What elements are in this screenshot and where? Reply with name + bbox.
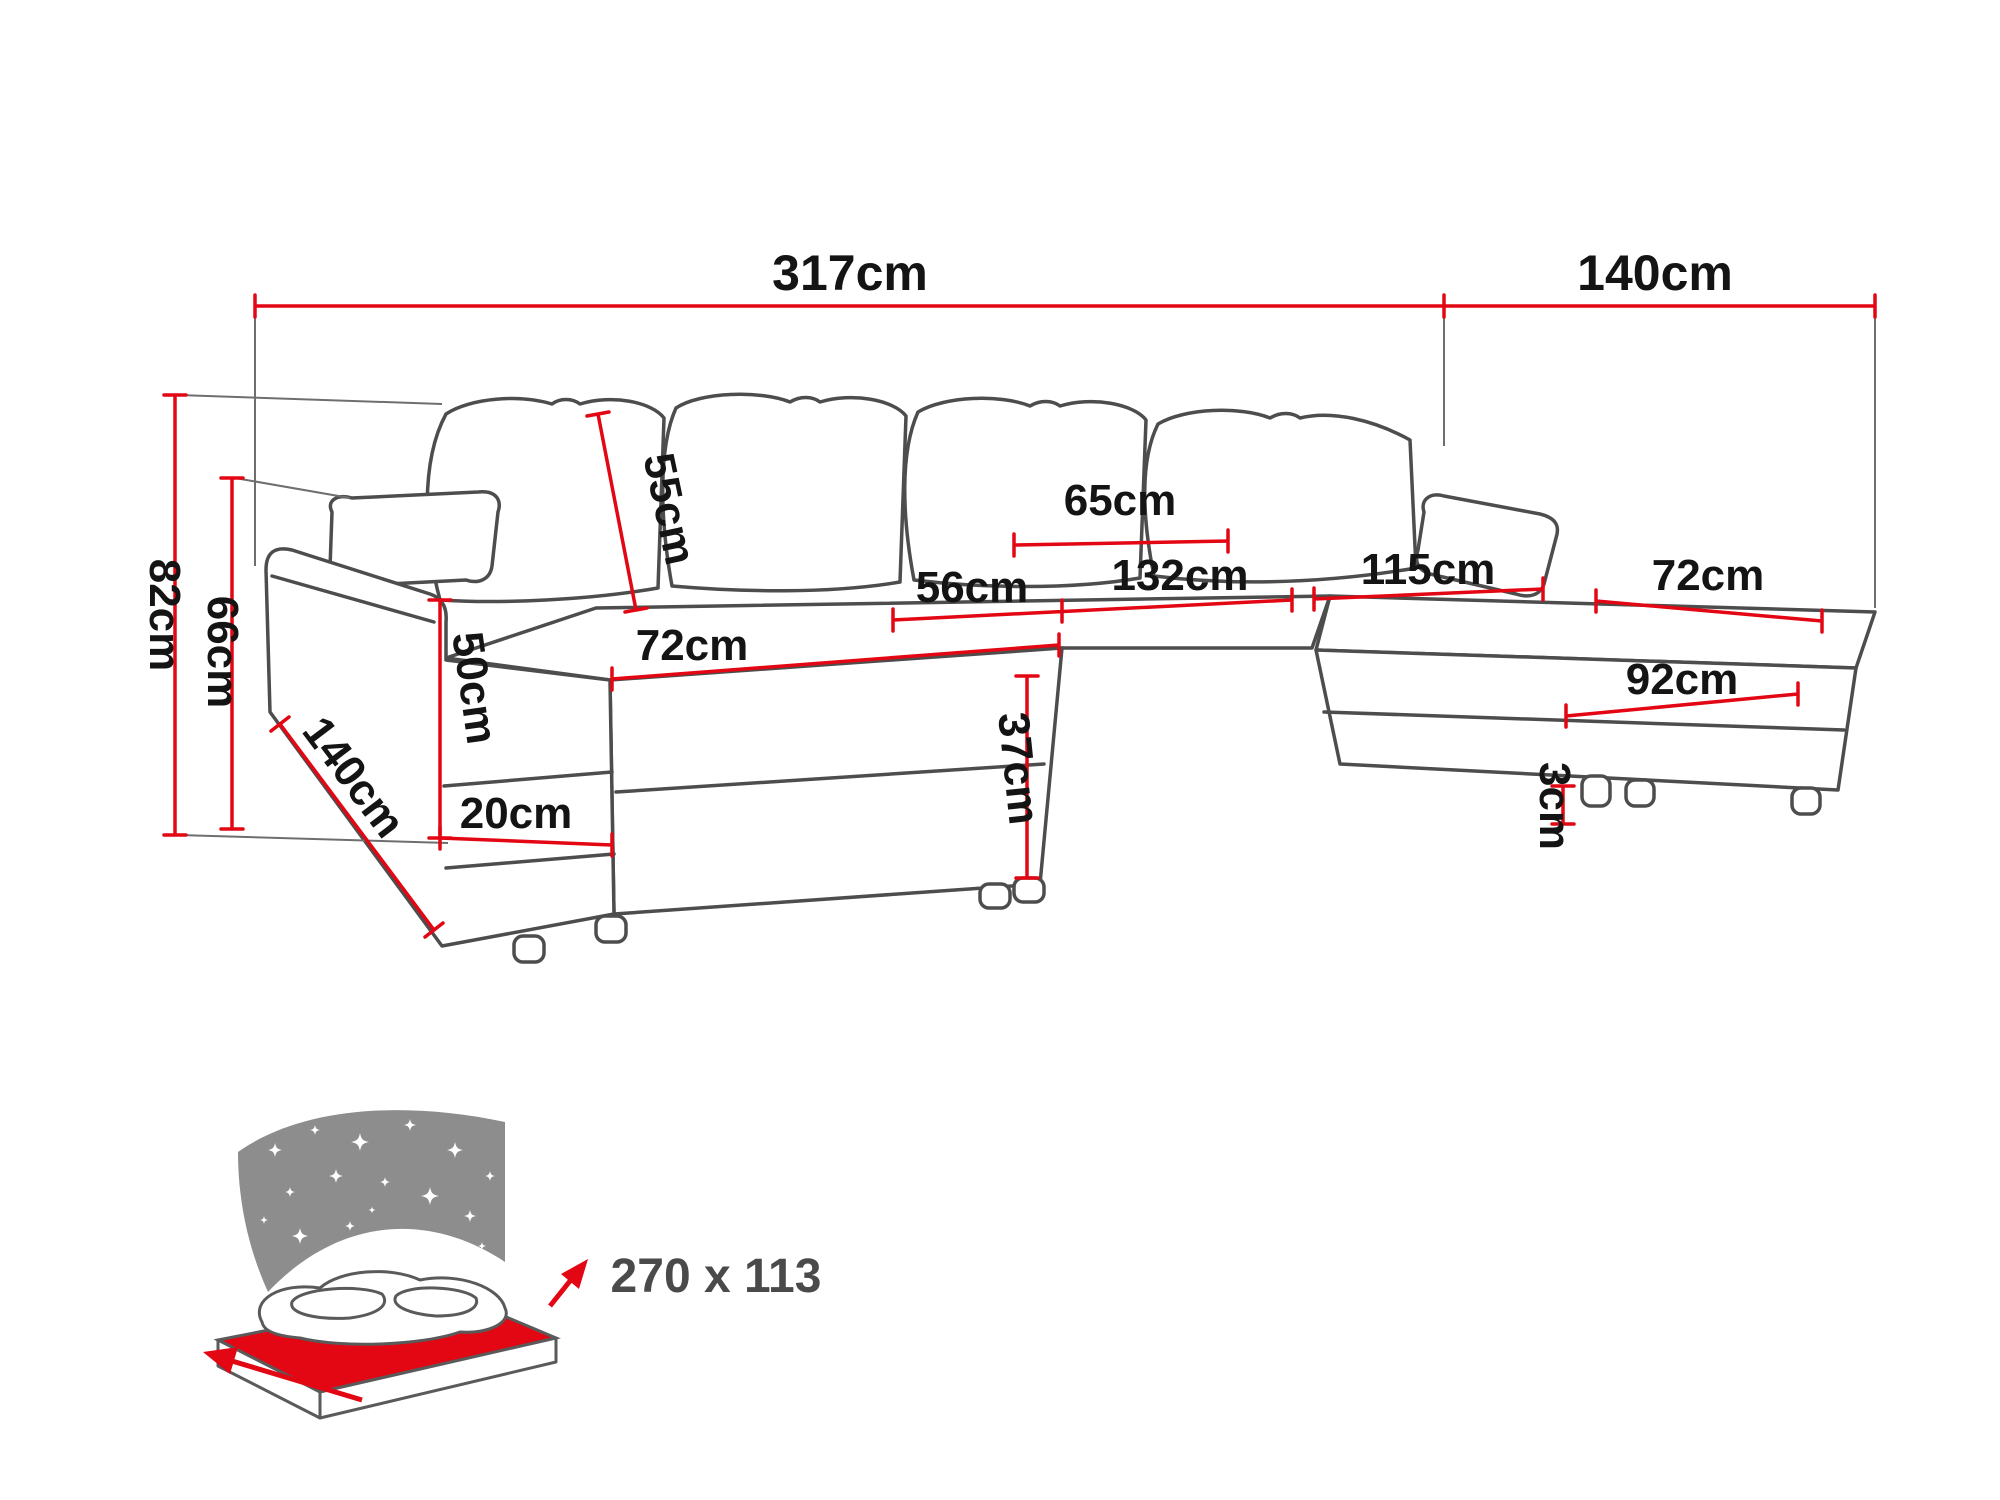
sofa-foot: [594, 914, 628, 944]
seat-front-crease: [614, 762, 1046, 794]
seat-front-face: [608, 646, 1064, 916]
dim-line-leg-height: [1550, 784, 1576, 826]
dim-line-seat-left-width: [610, 632, 1061, 692]
dim-label-seat-width-center: 132cm: [1111, 551, 1248, 600]
dim-line-back-cushion-height: [585, 410, 649, 614]
bed-width-arrowhead: [561, 1259, 588, 1289]
leader-lines: [177, 306, 1876, 844]
sofa-foot: [1012, 876, 1046, 904]
left-arm-roll: [270, 574, 436, 624]
leader-line: [177, 394, 443, 405]
dim-label-chaise-right-length: 92cm: [1626, 655, 1739, 704]
bed-size-arrows: [203, 1259, 588, 1403]
bed-pillow: [393, 1286, 479, 1318]
sofa-foot: [1790, 786, 1822, 816]
back-cushion-2: [661, 392, 908, 593]
sleeping-function-icon: [203, 1110, 588, 1420]
bed-headboard: [238, 1110, 505, 1292]
back-cushion-4: [1143, 408, 1418, 584]
sofa-foot: [978, 882, 1012, 910]
dim-line-chaise-right-width: [1594, 588, 1824, 634]
dim-line-height-total: [162, 393, 188, 837]
dim-label-chaise-width-right: 72cm: [1652, 551, 1765, 600]
dim-label-depth-right: 140cm: [1577, 245, 1733, 301]
sofa-foot: [1624, 778, 1656, 808]
dim-label-seat-width-left: 72cm: [636, 621, 749, 670]
dim-label-seat-depth: 56cm: [916, 563, 1029, 612]
dim-label-back-cushion-width: 65cm: [1064, 476, 1177, 525]
dim-line-depth-left: [269, 715, 445, 939]
dim-line-base-height: [438, 825, 614, 858]
dim-line-depth-right: [1442, 293, 1877, 319]
dim-label-width-total: 317cm: [772, 245, 928, 301]
dim-line-back-cushion-width: [1012, 528, 1230, 558]
dim-label-leg-height: 3cm: [1530, 762, 1579, 850]
left-chaise-base-crease: [444, 852, 616, 870]
bed-pillow: [290, 1286, 387, 1320]
dim-line-chaise-right-length: [1564, 681, 1800, 729]
dim-line-seat-depth-and-center: [891, 587, 1294, 633]
leader-line: [177, 834, 449, 844]
dimension-lines: [162, 293, 1877, 939]
bed-length-arrowhead: [203, 1347, 238, 1374]
dim-line-seat-right: [1312, 576, 1545, 612]
sofa-foot: [1580, 774, 1612, 808]
dim-line-seat-height: [1014, 674, 1040, 880]
dim-label-seat-height: 37cm: [988, 710, 1048, 827]
right-chaise-crease: [1322, 710, 1846, 732]
sleeping-area-size-label: 270 x 113: [611, 1250, 822, 1303]
dim-line-height-backrest: [219, 476, 245, 831]
dim-label-seat-width-right: 115cm: [1361, 545, 1496, 594]
dim-label-height-total: 82cm: [140, 559, 189, 672]
dim-label-base-height: 20cm: [460, 789, 573, 838]
bed-mattress-side-front: [318, 1336, 558, 1420]
leader-line: [234, 477, 351, 499]
back-cushion-3: [903, 396, 1148, 589]
sofa-foot: [512, 934, 546, 964]
dim-label-height-backrest: 66cm: [198, 596, 247, 709]
bed-length-arrow: [221, 1355, 363, 1403]
left-chaise-cushion-crease: [442, 770, 614, 788]
